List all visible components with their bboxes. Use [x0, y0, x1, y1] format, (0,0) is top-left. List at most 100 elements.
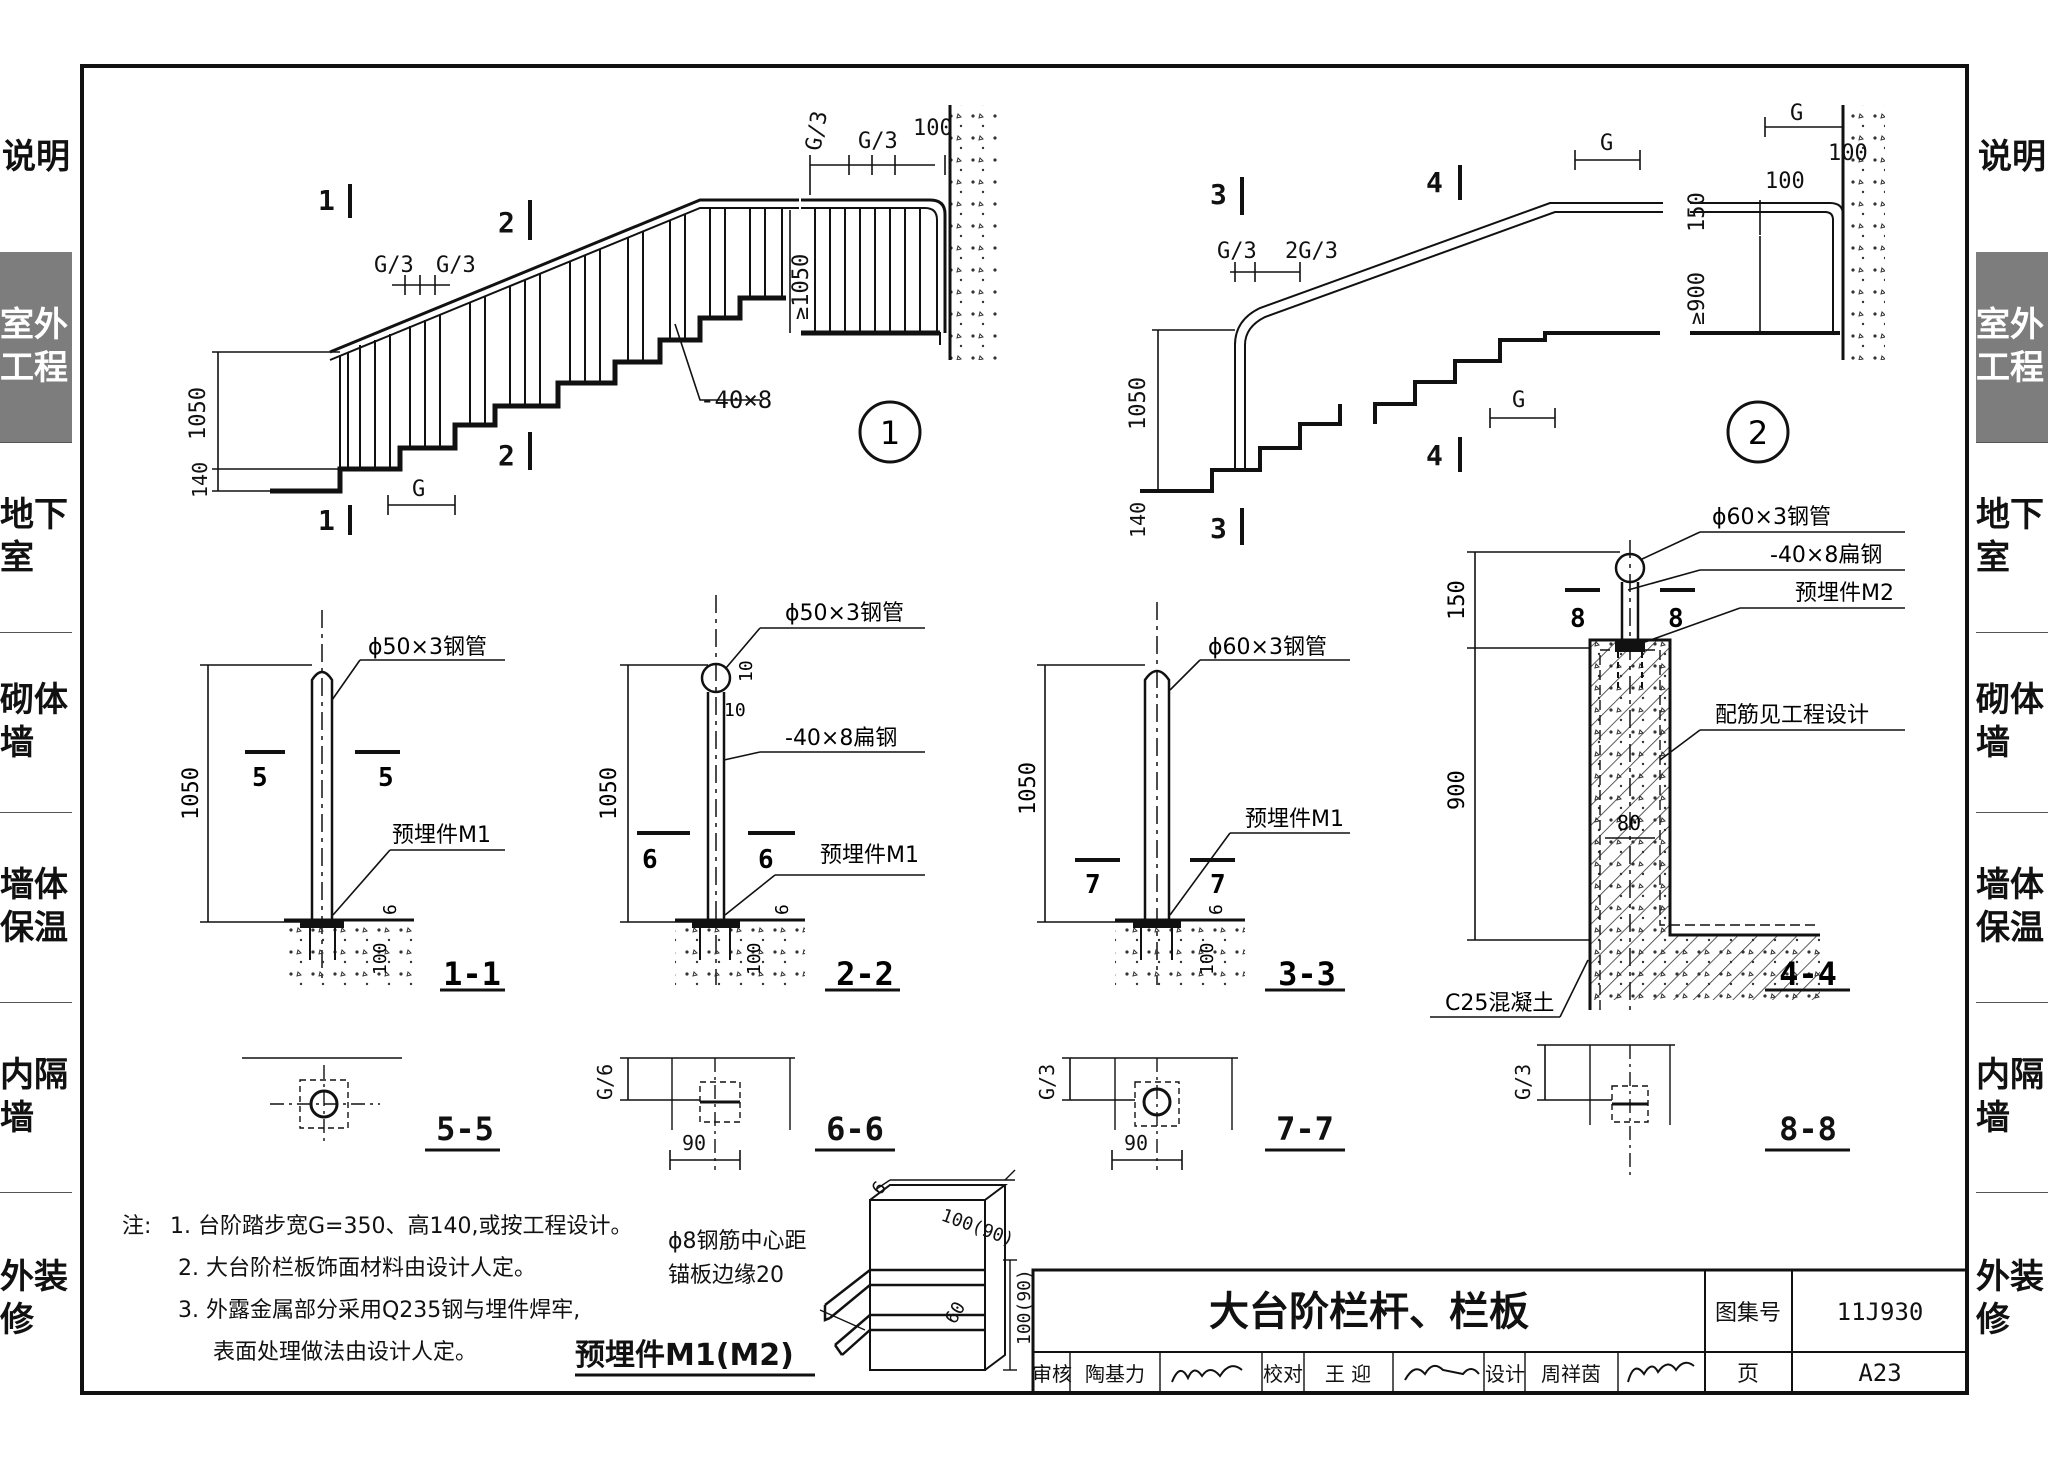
cut-6-right: 6 — [758, 845, 774, 875]
flat-bar-label: -40×8 — [700, 386, 772, 414]
detail-1-cut-marks — [348, 184, 532, 535]
detail-1-balusters — [359, 208, 921, 469]
cut-7-left: 7 — [1085, 870, 1101, 900]
embed-label: 预埋件M1 — [1245, 807, 1344, 832]
detail-2-cut-marks — [1240, 165, 1462, 545]
tab-wall-insulation-right[interactable]: 墙体保温 — [1976, 812, 2048, 1003]
svg-text:2: 2 — [1748, 414, 1768, 452]
dim-60: 60 — [941, 1298, 970, 1327]
detail-2-dimensions — [1152, 117, 1843, 490]
rebar-note-line-1: ϕ8钢筋中心距 — [668, 1229, 807, 1254]
right-index-sidebar: 说明 室外工程 地下室 砌体墙 墙体保温 内隔墙 外装修 — [1976, 62, 2048, 1405]
concrete-label: C25混凝土 — [1445, 991, 1554, 1016]
dim-g3-d: G/3 — [436, 253, 476, 278]
note-3: 3. 外露金属部分采用Q235钢与埋件焊牢, — [178, 1298, 580, 1323]
detail-1-wall — [948, 105, 1000, 360]
section-5-5: 5-5 — [242, 1057, 500, 1152]
dim-100-a: 100 — [1765, 169, 1805, 194]
section-3-3: 3-3 ϕ60×3钢管 预埋件M1 7 7 1050 6 100 — [1016, 602, 1350, 993]
dim-150: 150 — [1685, 192, 1710, 232]
dim-1050: 1050 — [597, 767, 622, 820]
tab-exterior-finish-right[interactable]: 外装修 — [1976, 1256, 2044, 1340]
designer-signature — [1627, 1361, 1695, 1383]
rebar-label: 配筋见工程设计 — [1715, 703, 1869, 728]
dim-1050: 1050 — [1126, 377, 1151, 430]
tab-basement[interactable]: 地下室 — [0, 442, 72, 633]
dim-g: G — [412, 477, 425, 502]
tab-masonry-wall-right[interactable]: 砌体墙 — [1976, 632, 2048, 813]
left-index-sidebar: 说明 室外工程 地下室 砌体墙 墙体保温 内隔墙 外装修 — [0, 62, 72, 1405]
flat-bar-label: -40×8扁钢 — [785, 726, 897, 751]
dim-2g3: 2G/3 — [1285, 239, 1338, 264]
tab-shuoming-right[interactable]: 说明 — [1976, 62, 2048, 253]
tab-outdoor-works-right[interactable]: 室外工程 — [1976, 252, 2048, 443]
tab-wall-insulation[interactable]: 墙体保温 — [0, 812, 72, 1003]
dim-g3: G/3 — [1035, 1064, 1059, 1100]
cut-4-bottom: 4 — [1426, 439, 1443, 472]
pipe-label: ϕ60×3钢管 — [1208, 635, 1327, 660]
detail-1-number-bubble: 1 — [858, 400, 922, 464]
notes-prefix: 注: — [122, 1214, 151, 1239]
dim-140: 140 — [1126, 502, 1150, 538]
designer-name: 周祥茵 — [1541, 1362, 1601, 1386]
tab-shuoming[interactable]: 说明 — [0, 62, 72, 253]
detail-2-text: 3 3 4 4 G G 100 100 150 ≥900 G/3 2G/3 10… — [1126, 101, 1868, 545]
dim-100: 100 — [744, 942, 765, 975]
dim-10-b: 10 — [724, 700, 746, 721]
dim-g-wall: G — [1790, 101, 1803, 126]
embed-plate-detail: 预埋件M1(M2) ϕ8钢筋中心距 锚板边缘20 100(90) 100(90)… — [575, 1169, 1035, 1377]
section-4-4-title: 4-4 — [1779, 955, 1837, 993]
checker-signature — [1404, 1364, 1480, 1381]
tab-exterior-finish[interactable]: 外装修 — [0, 1256, 68, 1340]
section-8-8: 8-8 G/3 — [1511, 1044, 1850, 1175]
dim-g3-b: G/3 — [858, 129, 898, 154]
detail-2-wall — [1841, 105, 1885, 360]
cut-3-top: 3 — [1210, 178, 1227, 211]
dim-6: 6 — [380, 904, 401, 915]
section-7-7-title: 7-7 — [1276, 1110, 1334, 1148]
page-number: A23 — [1858, 1359, 1901, 1387]
section-3-3-title: 3-3 — [1278, 955, 1336, 993]
reviewer-signature — [1171, 1365, 1243, 1383]
dim-g3-c: G/3 — [374, 253, 414, 278]
cut-1-bottom: 1 — [318, 504, 335, 537]
tab-basement-right[interactable]: 地下室 — [1976, 442, 2048, 633]
dim-80: 80 — [1617, 811, 1641, 835]
sheet-frame — [80, 64, 1969, 1395]
dim-g-step: G — [1512, 388, 1525, 413]
tab-outdoor-works[interactable]: 室外工程 — [0, 252, 72, 443]
embed-label: 预埋件M2 — [1795, 581, 1894, 606]
dim-g3: G/3 — [1217, 239, 1257, 264]
general-notes: 注: 1. 台阶踏步宽G=350、高140,或按工程设计。 2. 大台阶栏板饰面… — [122, 1214, 632, 1365]
dim-100: 100 — [913, 116, 953, 141]
title-block: 大台阶栏杆、栏板 图集号 11J930 页 A23 审核 陶基力 校对 王 迎 … — [1031, 1268, 1969, 1395]
cut-5-right: 5 — [378, 763, 394, 793]
dim-6: 6 — [1206, 904, 1227, 915]
cut-3-bottom: 3 — [1210, 512, 1227, 545]
atlas-label: 图集号 — [1715, 1301, 1781, 1326]
check-label: 校对 — [1263, 1362, 1303, 1386]
detail-1-dimensions — [212, 155, 946, 515]
cut-7-right: 7 — [1210, 870, 1226, 900]
note-3-cont: 表面处理做法由设计人定。 — [213, 1340, 477, 1365]
svg-text:1: 1 — [880, 414, 900, 452]
note-2: 2. 大台阶栏板饰面材料由设计人定。 — [178, 1256, 536, 1281]
dim-100: 100 — [370, 942, 391, 975]
section-4-4: 4-4 ϕ60×3钢管 -40×8扁钢 预埋件M2 配筋见工程设计 C25混凝土… — [1430, 505, 1905, 1018]
dim-g6: G/6 — [593, 1064, 617, 1100]
section-2-2-title: 2-2 — [836, 955, 894, 993]
rebar-note-line-2: 锚板边缘20 — [668, 1263, 784, 1288]
section-1-1-title: 1-1 — [443, 955, 501, 993]
flat-bar-label: -40×8扁钢 — [1770, 543, 1882, 568]
tab-partition-wall-right[interactable]: 内隔墙 — [1976, 1002, 2048, 1193]
drawing-title: 大台阶栏杆、栏板 — [1209, 1289, 1529, 1335]
tab-partition-wall[interactable]: 内隔墙 — [0, 1002, 72, 1193]
dim-g3: G/3 — [1511, 1064, 1535, 1100]
embed-label: 预埋件M1 — [820, 843, 919, 868]
dim-140: 140 — [188, 462, 212, 498]
cut-5-left: 5 — [252, 763, 268, 793]
pipe-label: ϕ50×3钢管 — [368, 635, 487, 660]
dim-ge-1050: ≥1050 — [789, 254, 814, 320]
cut-2-bottom: 2 — [498, 439, 515, 472]
tab-masonry-wall[interactable]: 砌体墙 — [0, 632, 72, 813]
